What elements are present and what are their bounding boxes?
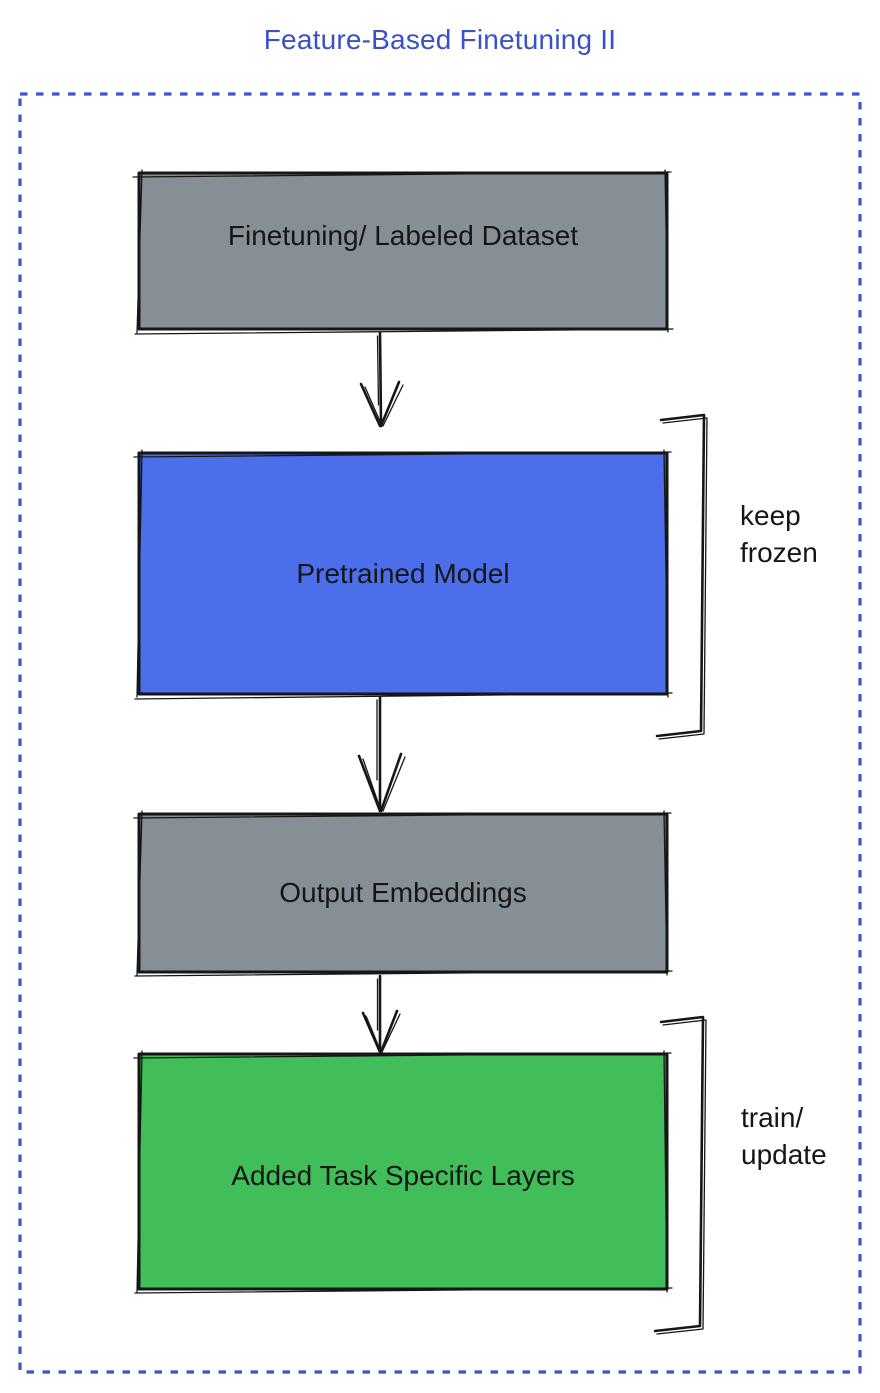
box-output-embeddings-label: Output Embeddings	[279, 877, 527, 908]
annotation-train-update-line2: update	[741, 1139, 827, 1170]
arrow-pretrained-to-embeddings-icon	[357, 695, 406, 813]
box-finetuning-labeled-dataset: Finetuning/ Labeled Dataset	[139, 173, 667, 329]
annotation-keep-frozen-line1: keep	[740, 500, 801, 531]
box-pretrained-model-label: Pretrained Model	[296, 557, 510, 589]
arrow-embeddings-to-task-layers-icon	[361, 974, 401, 1054]
box-pretrained-model: Pretrained Model	[139, 453, 667, 694]
annotation-keep-frozen-line2: frozen	[740, 537, 818, 568]
annotation-train-update-line1: train/	[741, 1102, 804, 1133]
box-added-task-specific-layers: Added Task Specific Layers	[139, 1054, 667, 1289]
diagram-title: Feature-Based Finetuning II	[263, 24, 617, 55]
arrow-dataset-to-pretrained-icon	[359, 331, 404, 428]
annotation-train-update: train/ update	[741, 1099, 827, 1173]
annotation-keep-frozen: keep frozen	[740, 497, 818, 571]
box-finetuning-labeled-dataset-label: Finetuning/ Labeled Dataset	[227, 220, 579, 251]
box-output-embeddings: Output Embeddings	[139, 814, 667, 972]
box-added-task-specific-layers-label: Added Task Specific Layers	[231, 1159, 575, 1191]
